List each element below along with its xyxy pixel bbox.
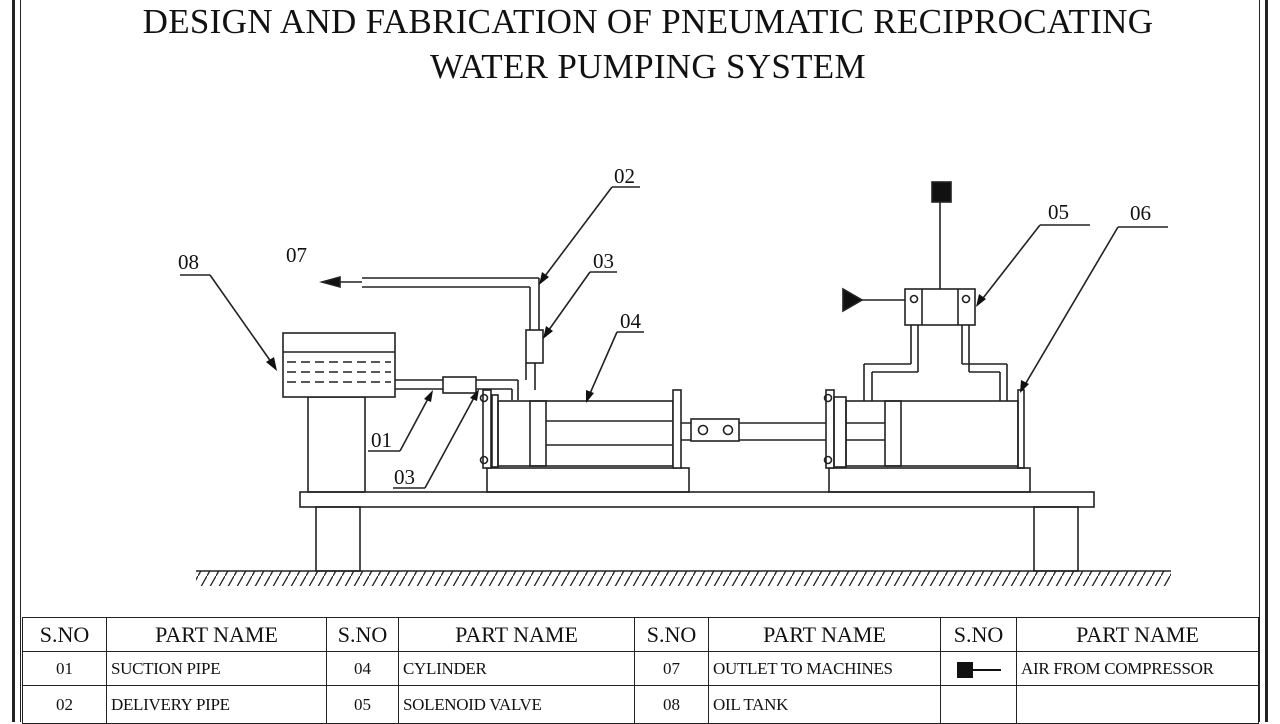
- part-name-cell: OUTLET TO MACHINES: [708, 651, 941, 686]
- part-name-cell: SUCTION PIPE: [106, 651, 327, 686]
- table-row: 02 DELIVERY PIPE 05 SOLENOID VALVE 08 OI…: [22, 685, 1259, 724]
- callout-08: 08: [178, 250, 199, 274]
- square-arrow-symbol-icon: [955, 661, 1003, 678]
- callout-04: 04: [620, 309, 642, 333]
- header-sno: S.NO: [22, 617, 107, 652]
- header-part-name: PART NAME: [1016, 617, 1259, 652]
- sno-cell: 01: [22, 651, 107, 686]
- piston-rod-coupling: [681, 418, 826, 442]
- callout-02: 02: [614, 164, 635, 188]
- suction-pipe: [395, 376, 519, 400]
- callout-06: 06: [1130, 201, 1151, 225]
- header-sno: S.NO: [634, 617, 709, 652]
- sno-cell: 02: [22, 685, 107, 724]
- callout-03-upper: 03: [593, 249, 614, 273]
- callout-03-lower: 03: [394, 465, 415, 489]
- header-part-name: PART NAME: [708, 617, 941, 652]
- header-part-name: PART NAME: [398, 617, 635, 652]
- table-row: 01 SUCTION PIPE 04 CYLINDER 07 OUTLET TO…: [22, 651, 1259, 686]
- right-cylinder: [823, 389, 1031, 493]
- sno-cell: 08: [634, 685, 709, 724]
- base-table: [299, 491, 1095, 572]
- part-name-cell: OIL TANK: [708, 685, 941, 724]
- sno-cell: 04: [326, 651, 399, 686]
- empty-cell: [940, 685, 1017, 724]
- left-cylinder: [479, 389, 690, 493]
- part-name-cell: AIR FROM COMPRESSOR: [1016, 651, 1259, 686]
- delivery-pipe: [319, 275, 544, 390]
- parts-list-table: S.NO PART NAME S.NO PART NAME S.NO PART …: [22, 617, 1259, 724]
- sheet-border-inner: [20, 0, 1260, 722]
- sno-cell: 05: [326, 685, 399, 724]
- header-sno: S.NO: [940, 617, 1017, 652]
- table-header-row: S.NO PART NAME S.NO PART NAME S.NO PART …: [22, 617, 1259, 652]
- ground-hatch: [196, 570, 1171, 586]
- header-part-name: PART NAME: [106, 617, 327, 652]
- part-name-cell: DELIVERY PIPE: [106, 685, 327, 724]
- sno-cell: 07: [634, 651, 709, 686]
- drawing-title-line-2: WATER PUMPING SYSTEM: [430, 47, 866, 86]
- drawing-title-line-1: DESIGN AND FABRICATION OF PNEUMATIC RECI…: [142, 2, 1154, 41]
- legend-symbol-cell: [940, 651, 1017, 686]
- callout-07: 07: [286, 243, 307, 267]
- leader-lines: [180, 186, 1168, 489]
- sheet-border-outer: [12, 0, 1268, 722]
- oil-tank: [282, 332, 396, 493]
- part-name-cell: CYLINDER: [398, 651, 635, 686]
- solenoid-valve: [842, 181, 1008, 401]
- callout-01: 01: [371, 428, 392, 452]
- callout-05: 05: [1048, 200, 1069, 224]
- header-sno: S.NO: [326, 617, 399, 652]
- part-name-cell: SOLENOID VALVE: [398, 685, 635, 724]
- part-name-cell: [1016, 685, 1259, 724]
